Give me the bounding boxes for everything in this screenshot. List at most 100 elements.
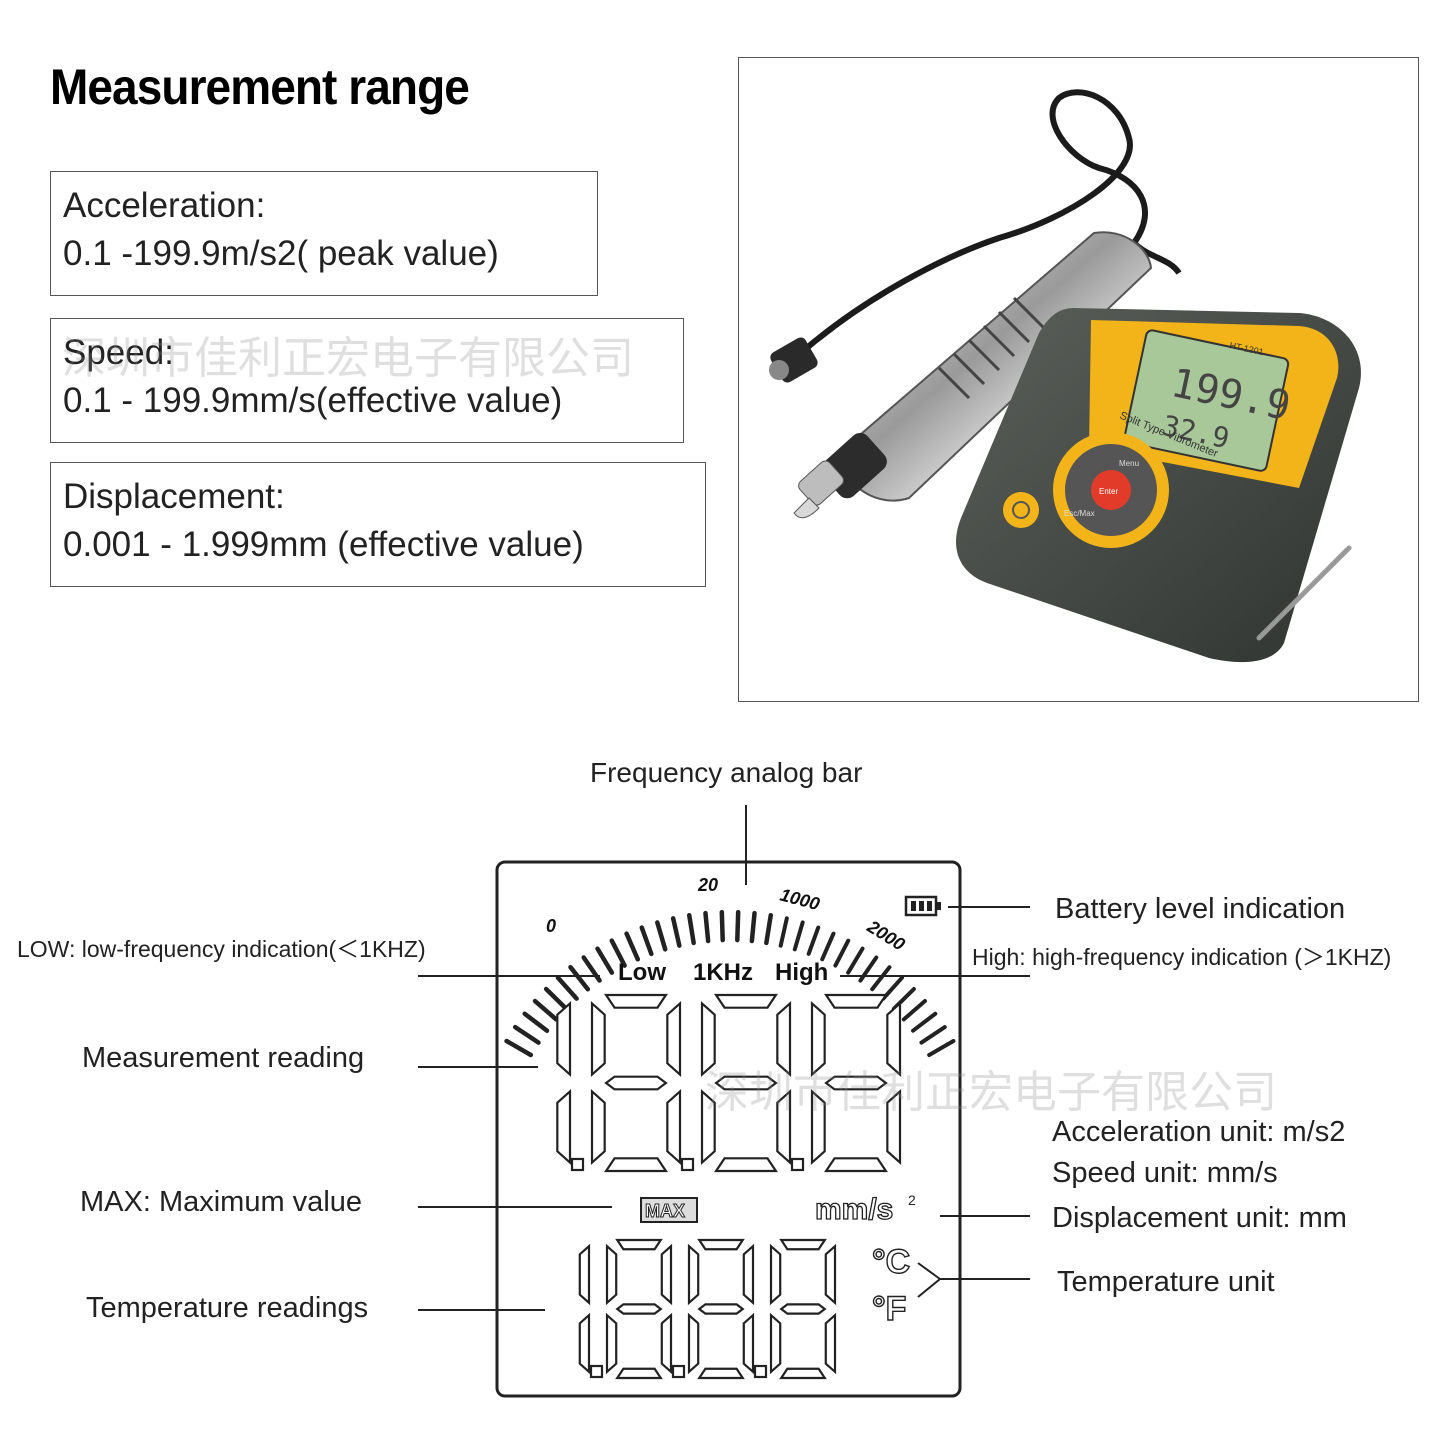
- frequency-tick: [703, 910, 711, 944]
- lcd-diagram: Frequency analog bar Battery level indic…: [0, 700, 1391, 1398]
- callout-max: MAX: Maximum value: [80, 1186, 362, 1218]
- callout-accel-unit: Acceleration unit: m/s2: [1052, 1116, 1345, 1148]
- decimal-point: [671, 1364, 686, 1379]
- callout-high: High: high-frequency indication (＞1KHZ): [972, 944, 1391, 970]
- frequency-tick: [504, 1038, 534, 1058]
- segment: [660, 1312, 673, 1375]
- segment: [824, 1312, 837, 1375]
- probe: [793, 231, 1153, 519]
- segment: [578, 1312, 591, 1375]
- escmax-label: Esc/Max: [1064, 509, 1095, 518]
- decimal-point: [790, 1157, 805, 1172]
- battery-icon: [904, 895, 941, 917]
- decimal-point: [753, 1364, 768, 1379]
- segment: [886, 1088, 902, 1166]
- segment: [615, 1303, 663, 1315]
- speed-value: 0.1 - 199.9mm/s(effective value): [63, 381, 563, 420]
- displacement-range-box: Displacement: 0.001 - 1.999mm (effective…: [50, 462, 706, 587]
- segment: [824, 1243, 837, 1306]
- frequency-tick: [670, 916, 682, 948]
- frequency-tick: [820, 931, 836, 962]
- segment: [769, 1312, 782, 1375]
- segment: [615, 1367, 663, 1380]
- segment: [666, 1088, 682, 1166]
- acceleration-value: 0.1 -199.9m/s2( peak value): [63, 234, 499, 273]
- band-1khz: 1KHz: [693, 959, 753, 986]
- vibrometer-illustration: 199.9 32.9 HT-1201 Split Type Vibrometer…: [769, 89, 1361, 663]
- segment: [824, 1157, 888, 1173]
- frequency-tick: [512, 1024, 541, 1045]
- test-pin: [1256, 545, 1352, 641]
- frequency-tick: [858, 955, 879, 983]
- segment: [810, 1000, 826, 1078]
- segment: [714, 993, 778, 1009]
- segment: [604, 1157, 668, 1173]
- frequency-tick: [919, 1025, 947, 1045]
- decimal-point: [570, 1157, 585, 1172]
- segment: [700, 1000, 716, 1078]
- callout-temp-readings: Temperature readings: [86, 1292, 368, 1324]
- frequency-tick: [846, 946, 865, 975]
- segment: [742, 1312, 755, 1375]
- segment: [824, 1075, 888, 1091]
- segment: [556, 1000, 572, 1078]
- frequency-tick: [833, 938, 851, 968]
- frequency-tick: [624, 931, 641, 962]
- power-button-illustration: [1003, 492, 1039, 528]
- frequency-tick: [911, 1011, 938, 1033]
- speed-label: Speed:: [63, 333, 174, 372]
- cable: [786, 89, 1148, 371]
- displacement-label: Displacement:: [63, 477, 285, 516]
- callout-low: LOW: low-frequency indication(＜1KHZ): [17, 936, 426, 962]
- frequency-tick: [764, 912, 774, 946]
- segment: [714, 1157, 778, 1173]
- frequency-tick: [609, 938, 627, 968]
- leader-lines: [418, 805, 1030, 1311]
- temperature-digits: [578, 1238, 837, 1380]
- unit-superscript: 2: [908, 1192, 916, 1208]
- segment: [615, 1238, 663, 1251]
- speed-range-box: Speed: 0.1 - 199.9mm/s(effective value): [50, 318, 684, 443]
- scale-label-0: 0: [546, 916, 556, 936]
- segment: [605, 1243, 618, 1306]
- segment: [605, 1312, 618, 1375]
- segment: [779, 1238, 827, 1251]
- decimal-point: [680, 1157, 695, 1172]
- product-photo: 199.9 32.9 HT-1201 Split Type Vibrometer…: [738, 57, 1419, 702]
- frequency-tick: [595, 946, 615, 975]
- segment: [604, 993, 668, 1009]
- segment: [697, 1238, 745, 1251]
- segment: [590, 1088, 606, 1166]
- displacement-value: 0.001 - 1.999mm (effective value): [63, 525, 584, 564]
- frequency-tick: [735, 909, 741, 943]
- fahrenheit-label: °F: [872, 1290, 906, 1328]
- segment: [886, 1000, 902, 1078]
- menu-label: Menu: [1119, 459, 1139, 468]
- callout-disp-unit: Displacement unit: mm: [1052, 1202, 1347, 1234]
- segment: [660, 1243, 673, 1306]
- scale-label-1000: 1000: [778, 885, 822, 915]
- frequency-tick: [522, 1011, 550, 1033]
- segment: [697, 1303, 745, 1315]
- callout-speed-unit: Speed unit: mm/s: [1052, 1157, 1278, 1189]
- callout-temp-unit: Temperature unit: [1057, 1266, 1275, 1298]
- acceleration-label: Acceleration:: [63, 186, 266, 225]
- frequency-tick: [901, 999, 927, 1022]
- enter-button-illustration: [1091, 470, 1131, 510]
- callout-battery: Battery level indication: [1055, 893, 1345, 925]
- frequency-tick: [639, 925, 654, 957]
- segment: [604, 1075, 668, 1091]
- segment: [810, 1088, 826, 1166]
- segment: [776, 1088, 792, 1166]
- cable-connector: [769, 337, 818, 383]
- frequency-tick: [543, 986, 569, 1011]
- band-high: High: [775, 959, 828, 986]
- measurement-digits: [556, 993, 902, 1173]
- frequency-tick: [927, 1039, 956, 1057]
- temp-digits-value: 1888: [0, 700, 3, 701]
- enter-label: Enter: [1099, 487, 1118, 496]
- frequency-tick: [655, 920, 668, 952]
- decimal-point: [589, 1364, 604, 1379]
- max-badge: MAX: [640, 1197, 698, 1223]
- frequency-tick: [581, 955, 602, 983]
